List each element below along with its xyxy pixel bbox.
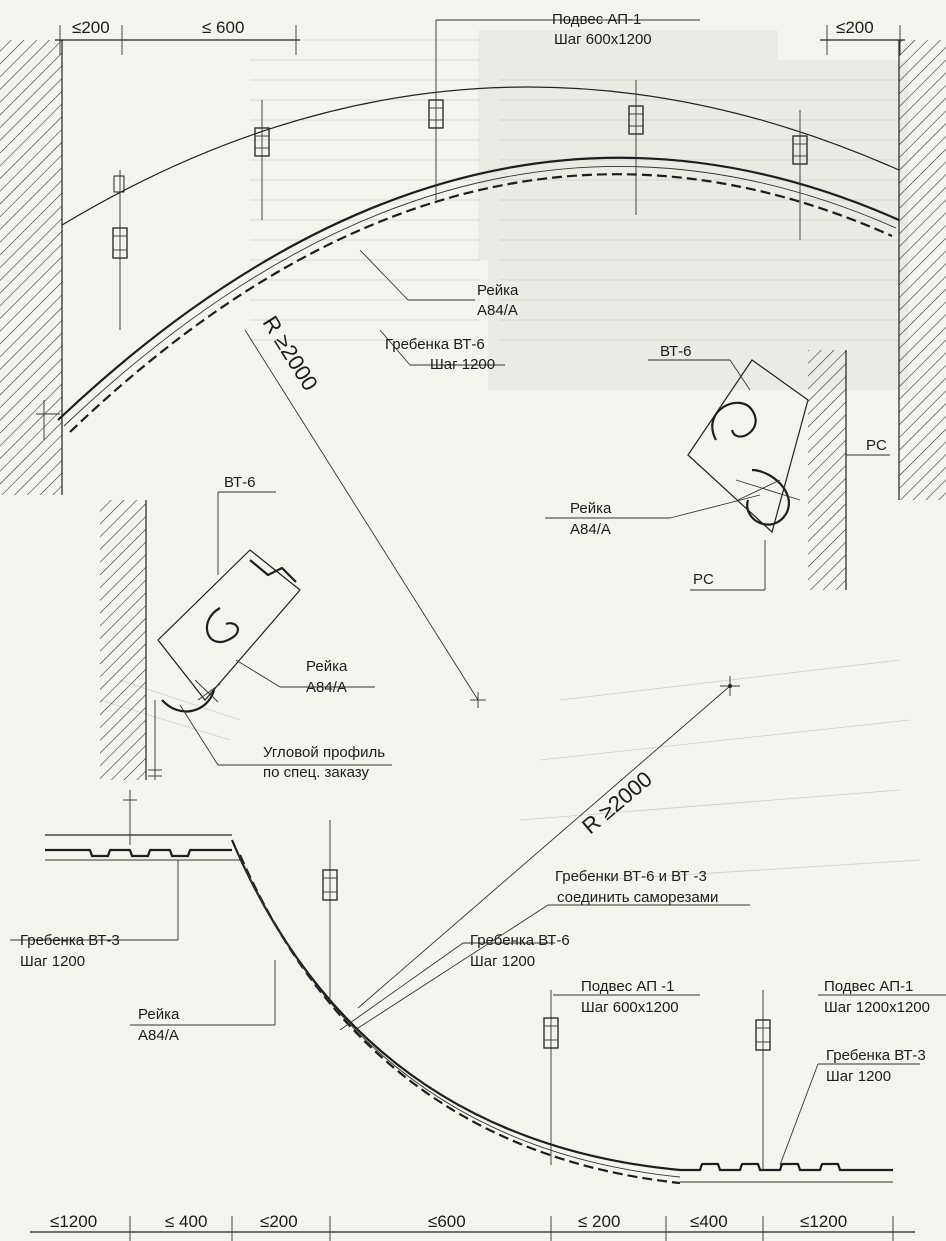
label-reika-left-code: А84/А: [306, 679, 347, 696]
label-podves-top: Подвес АП-1: [552, 11, 641, 28]
label-reika-bottom-code: А84/А: [138, 1027, 179, 1044]
bottom-dim-1: ≤1200: [50, 1212, 97, 1231]
right-detail-leaders: [545, 359, 890, 591]
label-greb-bt3-right-step: Шаг 1200: [826, 1068, 891, 1085]
label-join-combs-screws: соединить саморезами: [557, 889, 718, 906]
label-reika-right: Рейка: [570, 500, 612, 517]
hanger-bottom-2: [322, 820, 338, 1000]
label-greb-bt3-left: Гребенка ВТ-3: [20, 932, 120, 949]
right-detail-profile: [687, 359, 809, 534]
bottom-left-straight-comb: [45, 848, 240, 861]
label-bt6-right: ВТ-6: [660, 343, 692, 360]
label-greb-bt6-top-step: Шаг 1200: [430, 356, 495, 373]
label-greb-bt6-top: Гребенка ВТ-6: [385, 336, 485, 353]
bottom-dim-4: ≤600: [428, 1212, 466, 1231]
label-reika-top: Рейка: [477, 282, 519, 299]
top-dim-left: ≤200: [72, 18, 110, 37]
left-detail-leaders: [179, 491, 392, 766]
label-podves-bottom-1: Подвес АП -1: [581, 978, 674, 995]
hanger-top-4: [628, 80, 644, 215]
right-wall-top: [898, 40, 946, 500]
bottom-dim-2: ≤ 400: [165, 1212, 207, 1231]
label-bt6-left: ВТ-6: [224, 474, 256, 491]
top-dim-right: ≤200: [836, 18, 874, 37]
radius-label-top: R ≥2000: [258, 311, 323, 395]
hanger-top-2: [254, 100, 270, 220]
label-reika-left: Рейка: [306, 658, 348, 675]
label-greb-bt3-right: Гребенка ВТ-3: [826, 1047, 926, 1064]
hanger-bottom-3: [543, 990, 559, 1165]
left-detail-profile: [148, 549, 301, 780]
left-wall-detail: [100, 500, 147, 780]
hanger-top-1: [112, 170, 128, 330]
bottom-right-straight-comb: [680, 1162, 893, 1183]
bottom-dim-3: ≤200: [260, 1212, 298, 1231]
top-dim-middle: ≤ 600: [202, 18, 244, 37]
radius-line-bottom: [357, 676, 740, 1009]
left-wall-top: [0, 40, 63, 495]
label-greb-bt3-left-step: Шаг 1200: [20, 953, 85, 970]
label-podves-bottom-1-step: Шаг 600х1200: [581, 999, 679, 1016]
label-corner-profile-order: по спец. заказу: [263, 764, 370, 781]
hanger-top-3: [428, 75, 444, 200]
background-bleed: [99, 30, 921, 881]
label-podves-bottom-2: Подвес АП-1: [824, 978, 913, 995]
radius-label-bottom: R ≥2000: [577, 766, 657, 839]
label-join-combs: Гребенки ВТ-6 и ВТ -3: [555, 868, 707, 885]
bottom-dimension-line: [30, 1216, 915, 1241]
bottom-dim-5: ≤ 200: [578, 1212, 620, 1231]
label-reika-bottom: Рейка: [138, 1006, 180, 1023]
label-podves-top-step: Шаг 600х1200: [554, 31, 652, 48]
hanger-bottom-1: [123, 790, 137, 845]
top-left-fastener: [36, 400, 60, 440]
label-pc-right-bottom: PC: [693, 571, 714, 588]
radius-line-top: [244, 329, 486, 708]
bottom-leaders: [10, 860, 946, 1166]
label-corner-profile: Угловой профиль: [263, 744, 385, 761]
label-podves-bottom-2-step: Шаг 1200х1200: [824, 999, 930, 1016]
top-leaders: [359, 19, 700, 366]
label-greb-bt6-bottom: Гребенка ВТ-6: [470, 932, 570, 949]
label-reika-top-code: А84/А: [477, 302, 518, 319]
top-curved-comb: [57, 156, 900, 433]
bottom-curved-comb: [230, 839, 681, 1185]
hanger-bottom-4: [755, 990, 771, 1170]
label-reika-right-code: А84/А: [570, 521, 611, 538]
right-wall-detail: [808, 350, 847, 590]
hanger-top-5: [792, 110, 808, 240]
label-pc-right-top: PC: [866, 437, 887, 454]
label-greb-bt6-bottom-step: Шаг 1200: [470, 953, 535, 970]
bottom-dim-6: ≤400: [690, 1212, 728, 1231]
top-ceiling-slab: [61, 86, 900, 226]
top-dimension-line: [55, 25, 905, 55]
bottom-dim-7: ≤1200: [800, 1212, 847, 1231]
